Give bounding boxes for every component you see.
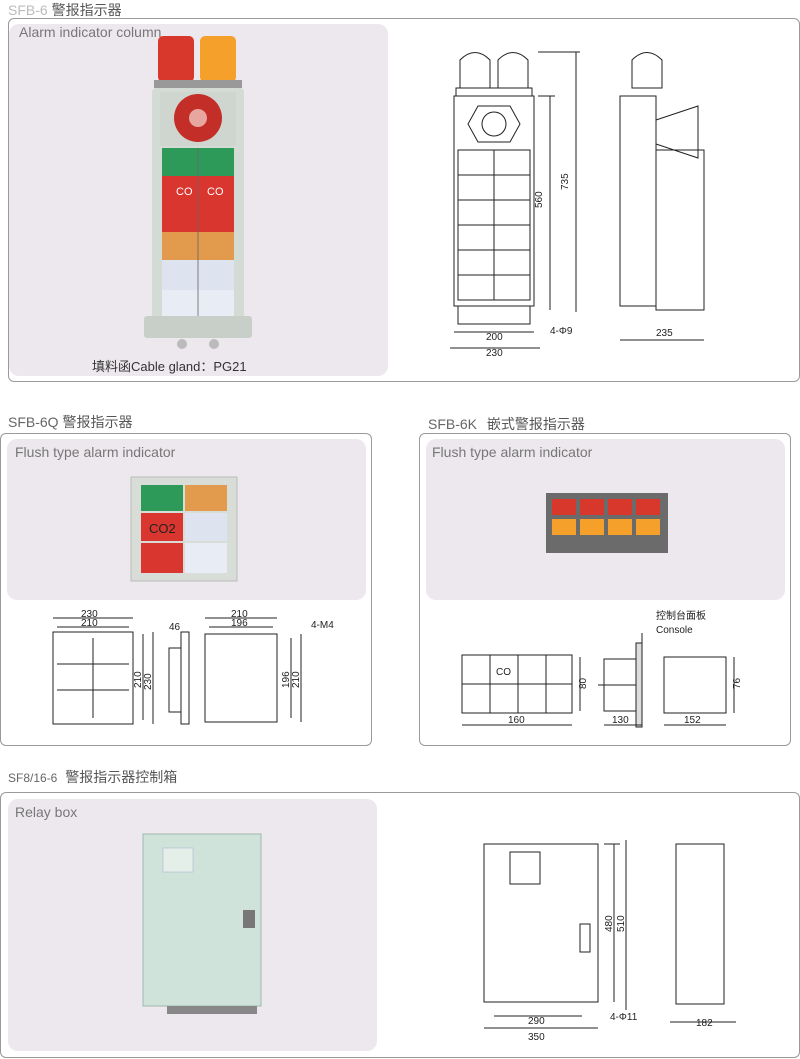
dim-200: 200: [486, 332, 503, 343]
sfb6q-technical-drawing: 230 210 46 210 196 4-M4 210 230 196 210: [52, 609, 334, 725]
dim-box-4-phi-11: 4-Φ11: [610, 1012, 638, 1023]
co-module-label: CO: [496, 667, 511, 678]
sf8-panel-title: Relay box: [15, 804, 78, 820]
dim-k-160: 160: [508, 715, 525, 726]
alarm-column-image: CO CO: [144, 36, 252, 349]
section-title-sfb6k: SFB-6K 嵌式警报指示器: [428, 416, 585, 432]
dim-box-480: 480: [604, 915, 615, 932]
dim-q-210-left: 210: [133, 671, 144, 688]
console-label-cn: 控制台面板: [656, 609, 706, 622]
co2-module-label: CO2: [149, 521, 176, 536]
red-beacon-lamp: [158, 36, 194, 82]
svg-text:CO: CO: [176, 186, 193, 198]
dim-k-76: 76: [732, 677, 743, 689]
dim-k-80: 80: [578, 677, 589, 689]
dim-box-350: 350: [528, 1032, 545, 1043]
flush-embedded-indicator-image: [546, 493, 668, 553]
dim-q-4-m4: 4-M4: [311, 620, 334, 631]
relay-box-image: [142, 833, 262, 1014]
dim-box-182: 182: [696, 1018, 713, 1029]
dim-q-230-top: 230: [81, 609, 98, 620]
console-label-en: Console: [656, 625, 693, 636]
dim-k-152: 152: [684, 715, 701, 726]
sfb6-technical-drawing: 735 560 200 230 4-Φ9 235: [450, 51, 705, 359]
dim-q-210-top: 210: [81, 618, 98, 629]
amber-beacon-lamp: [200, 36, 236, 82]
dim-box-290: 290: [528, 1016, 545, 1027]
flush-indicator-image: CO2: [130, 476, 238, 582]
section-title-sfb6: SFB-6 警报指示器: [8, 2, 122, 18]
cable-gland-caption: 填料函Cable gland：PG21: [92, 359, 247, 374]
dim-4-phi-9: 4-Φ9: [550, 326, 573, 337]
dim-q-230-left: 230: [143, 673, 154, 690]
dim-box-510: 510: [616, 915, 627, 932]
sf8-technical-drawing: 480 510 290 350 4-Φ11 182: [483, 840, 736, 1043]
dim-q-210-right: 210: [291, 671, 302, 688]
dim-560: 560: [534, 191, 545, 208]
dim-235: 235: [656, 328, 673, 339]
dim-q-46: 46: [169, 622, 181, 633]
sfb6-panel-title: Alarm indicator column: [19, 24, 162, 40]
dim-q-196-side: 196: [231, 618, 248, 629]
sfb6k-technical-drawing: 控制台面板 Console CO 80 160 130 76 152: [461, 609, 743, 728]
sfb6q-panel-title: Flush type alarm indicator: [15, 444, 176, 460]
dim-230: 230: [486, 348, 503, 359]
dim-q-210-side: 210: [231, 609, 248, 620]
sfb6k-panel-title: Flush type alarm indicator: [432, 444, 593, 460]
svg-text:CO: CO: [207, 186, 224, 198]
section-title-sf8: SF8/16-6 警报指示器控制箱: [8, 769, 178, 785]
section-title-sfb6q: SFB-6Q 警报指示器: [8, 414, 133, 430]
dim-q-196-right: 196: [281, 671, 292, 688]
dim-k-130: 130: [612, 715, 629, 726]
dim-735: 735: [560, 173, 571, 190]
